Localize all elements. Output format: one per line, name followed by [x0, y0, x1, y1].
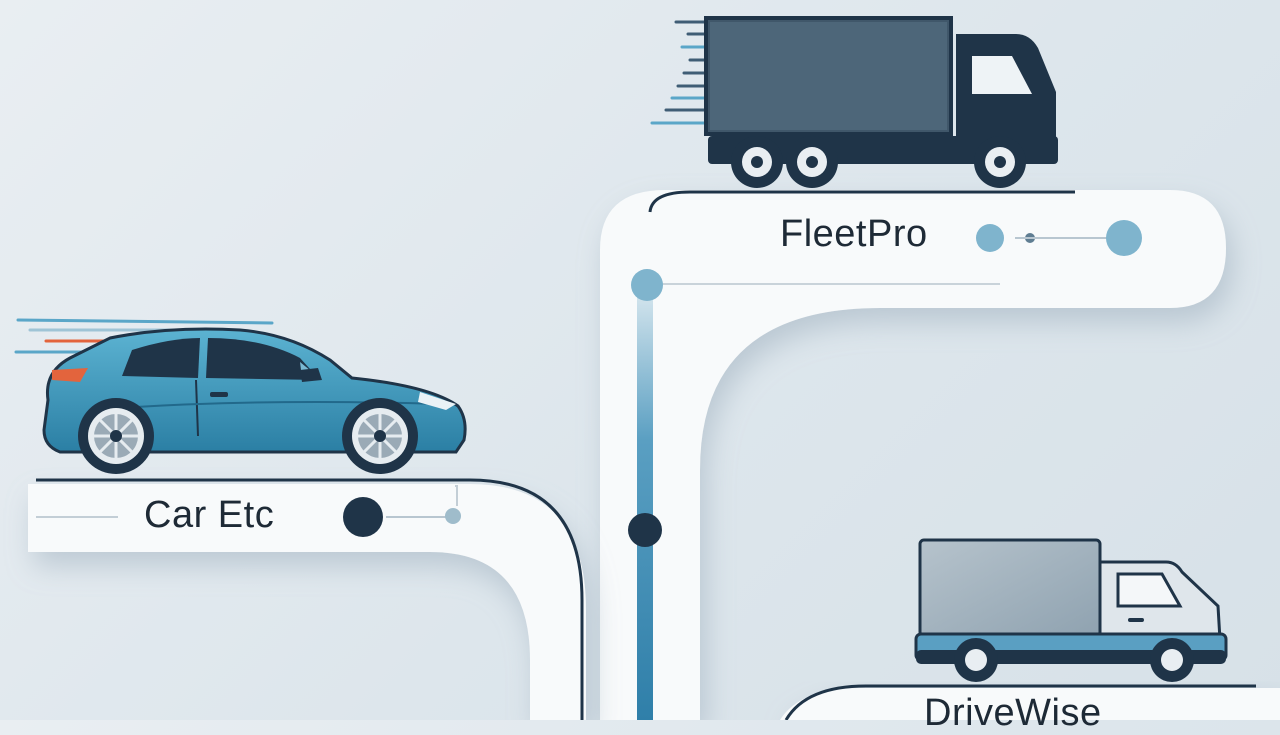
node-top: [631, 269, 663, 301]
car-icon: [14, 318, 467, 474]
node-middle: [628, 513, 662, 547]
truck-icon: [650, 16, 1058, 188]
van-icon: [914, 538, 1228, 682]
illustration-canvas: [14, 16, 1280, 720]
car-bracket: [455, 485, 458, 506]
car-node-small: [445, 508, 461, 524]
drivewise-label: DriveWise: [924, 692, 1102, 734]
car-track-rule: [36, 478, 584, 720]
fleetpro-node-left: [976, 224, 1004, 252]
fleetpro-label: FleetPro: [780, 213, 928, 255]
fleetpro-top-rule: [648, 190, 1075, 213]
car-node-large: [343, 497, 383, 537]
drivewise-track-rule: [784, 684, 1256, 720]
car-etc-label: Car Etc: [144, 494, 275, 536]
fleetpro-track-panel: [600, 190, 1226, 720]
vertical-progress-bar: [637, 290, 653, 720]
car-track-panel: [28, 484, 586, 720]
fleetpro-node-right: [1106, 220, 1142, 256]
drivewise-track-panel: [780, 688, 1280, 720]
